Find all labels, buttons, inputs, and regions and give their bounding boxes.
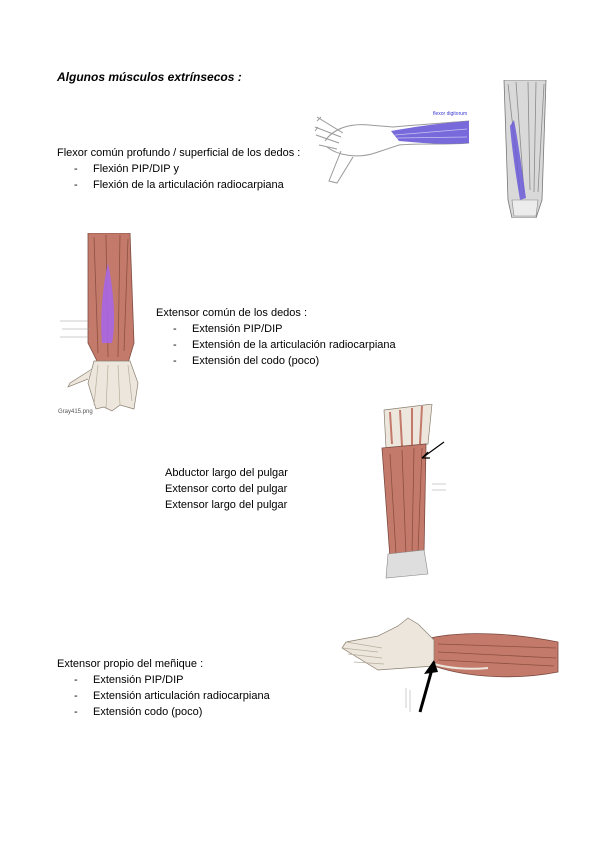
list-item: -Extensión codo (poco) xyxy=(74,706,203,718)
extensor-forearm-illustration: Gray415.png xyxy=(58,233,150,415)
page-heading: Algunos músculos extrínsecos : xyxy=(57,70,242,84)
section-flexor: Flexor común profundo / superficial de l… xyxy=(57,145,300,193)
list-item: -Flexión PIP/DIP y xyxy=(74,163,179,175)
menique-extensor-illustration xyxy=(338,608,560,720)
text-line: Extensor corto del pulgar xyxy=(165,483,288,495)
item-list: -Flexión PIP/DIP y -Flexión de la articu… xyxy=(57,161,300,193)
section-extensor-comun: Extensor común de los dedos : -Extensión… xyxy=(156,305,396,369)
list-item: -Extensión de la articulación radiocarpi… xyxy=(173,339,396,351)
figure-label: flexor digitorum xyxy=(433,111,467,117)
text-line: Extensor largo del pulgar xyxy=(165,499,288,511)
thumb-muscles-illustration xyxy=(362,404,448,580)
list-item: -Extensión PIP/DIP xyxy=(173,323,283,335)
list-item: -Flexión de la articulación radiocarpian… xyxy=(74,179,284,191)
section-title: Extensor común de los dedos : xyxy=(156,307,308,319)
figure-caption: Gray415.png xyxy=(58,409,93,415)
section-title: Flexor común profundo / superficial de l… xyxy=(57,147,301,159)
list-item: -Extensión articulación radiocarpiana xyxy=(74,690,270,702)
flexor-hand-illustration: flexor digitorum xyxy=(313,103,471,187)
list-item: -Extensión PIP/DIP xyxy=(74,674,184,686)
forearm-anterior-illustration xyxy=(500,80,550,218)
list-item: -Extensión del codo (poco) xyxy=(173,355,320,367)
section-title: Extensor propio del meñique : xyxy=(57,658,204,670)
text-line: Abductor largo del pulgar xyxy=(165,467,288,479)
section-extensor-menique: Extensor propio del meñique : -Extensión… xyxy=(57,656,270,720)
item-list: -Extensión PIP/DIP -Extensión articulaci… xyxy=(57,672,270,720)
section-pulgar: Abductor largo del pulgar Extensor corto… xyxy=(165,465,288,513)
item-list: -Extensión PIP/DIP -Extensión de la arti… xyxy=(156,321,396,369)
